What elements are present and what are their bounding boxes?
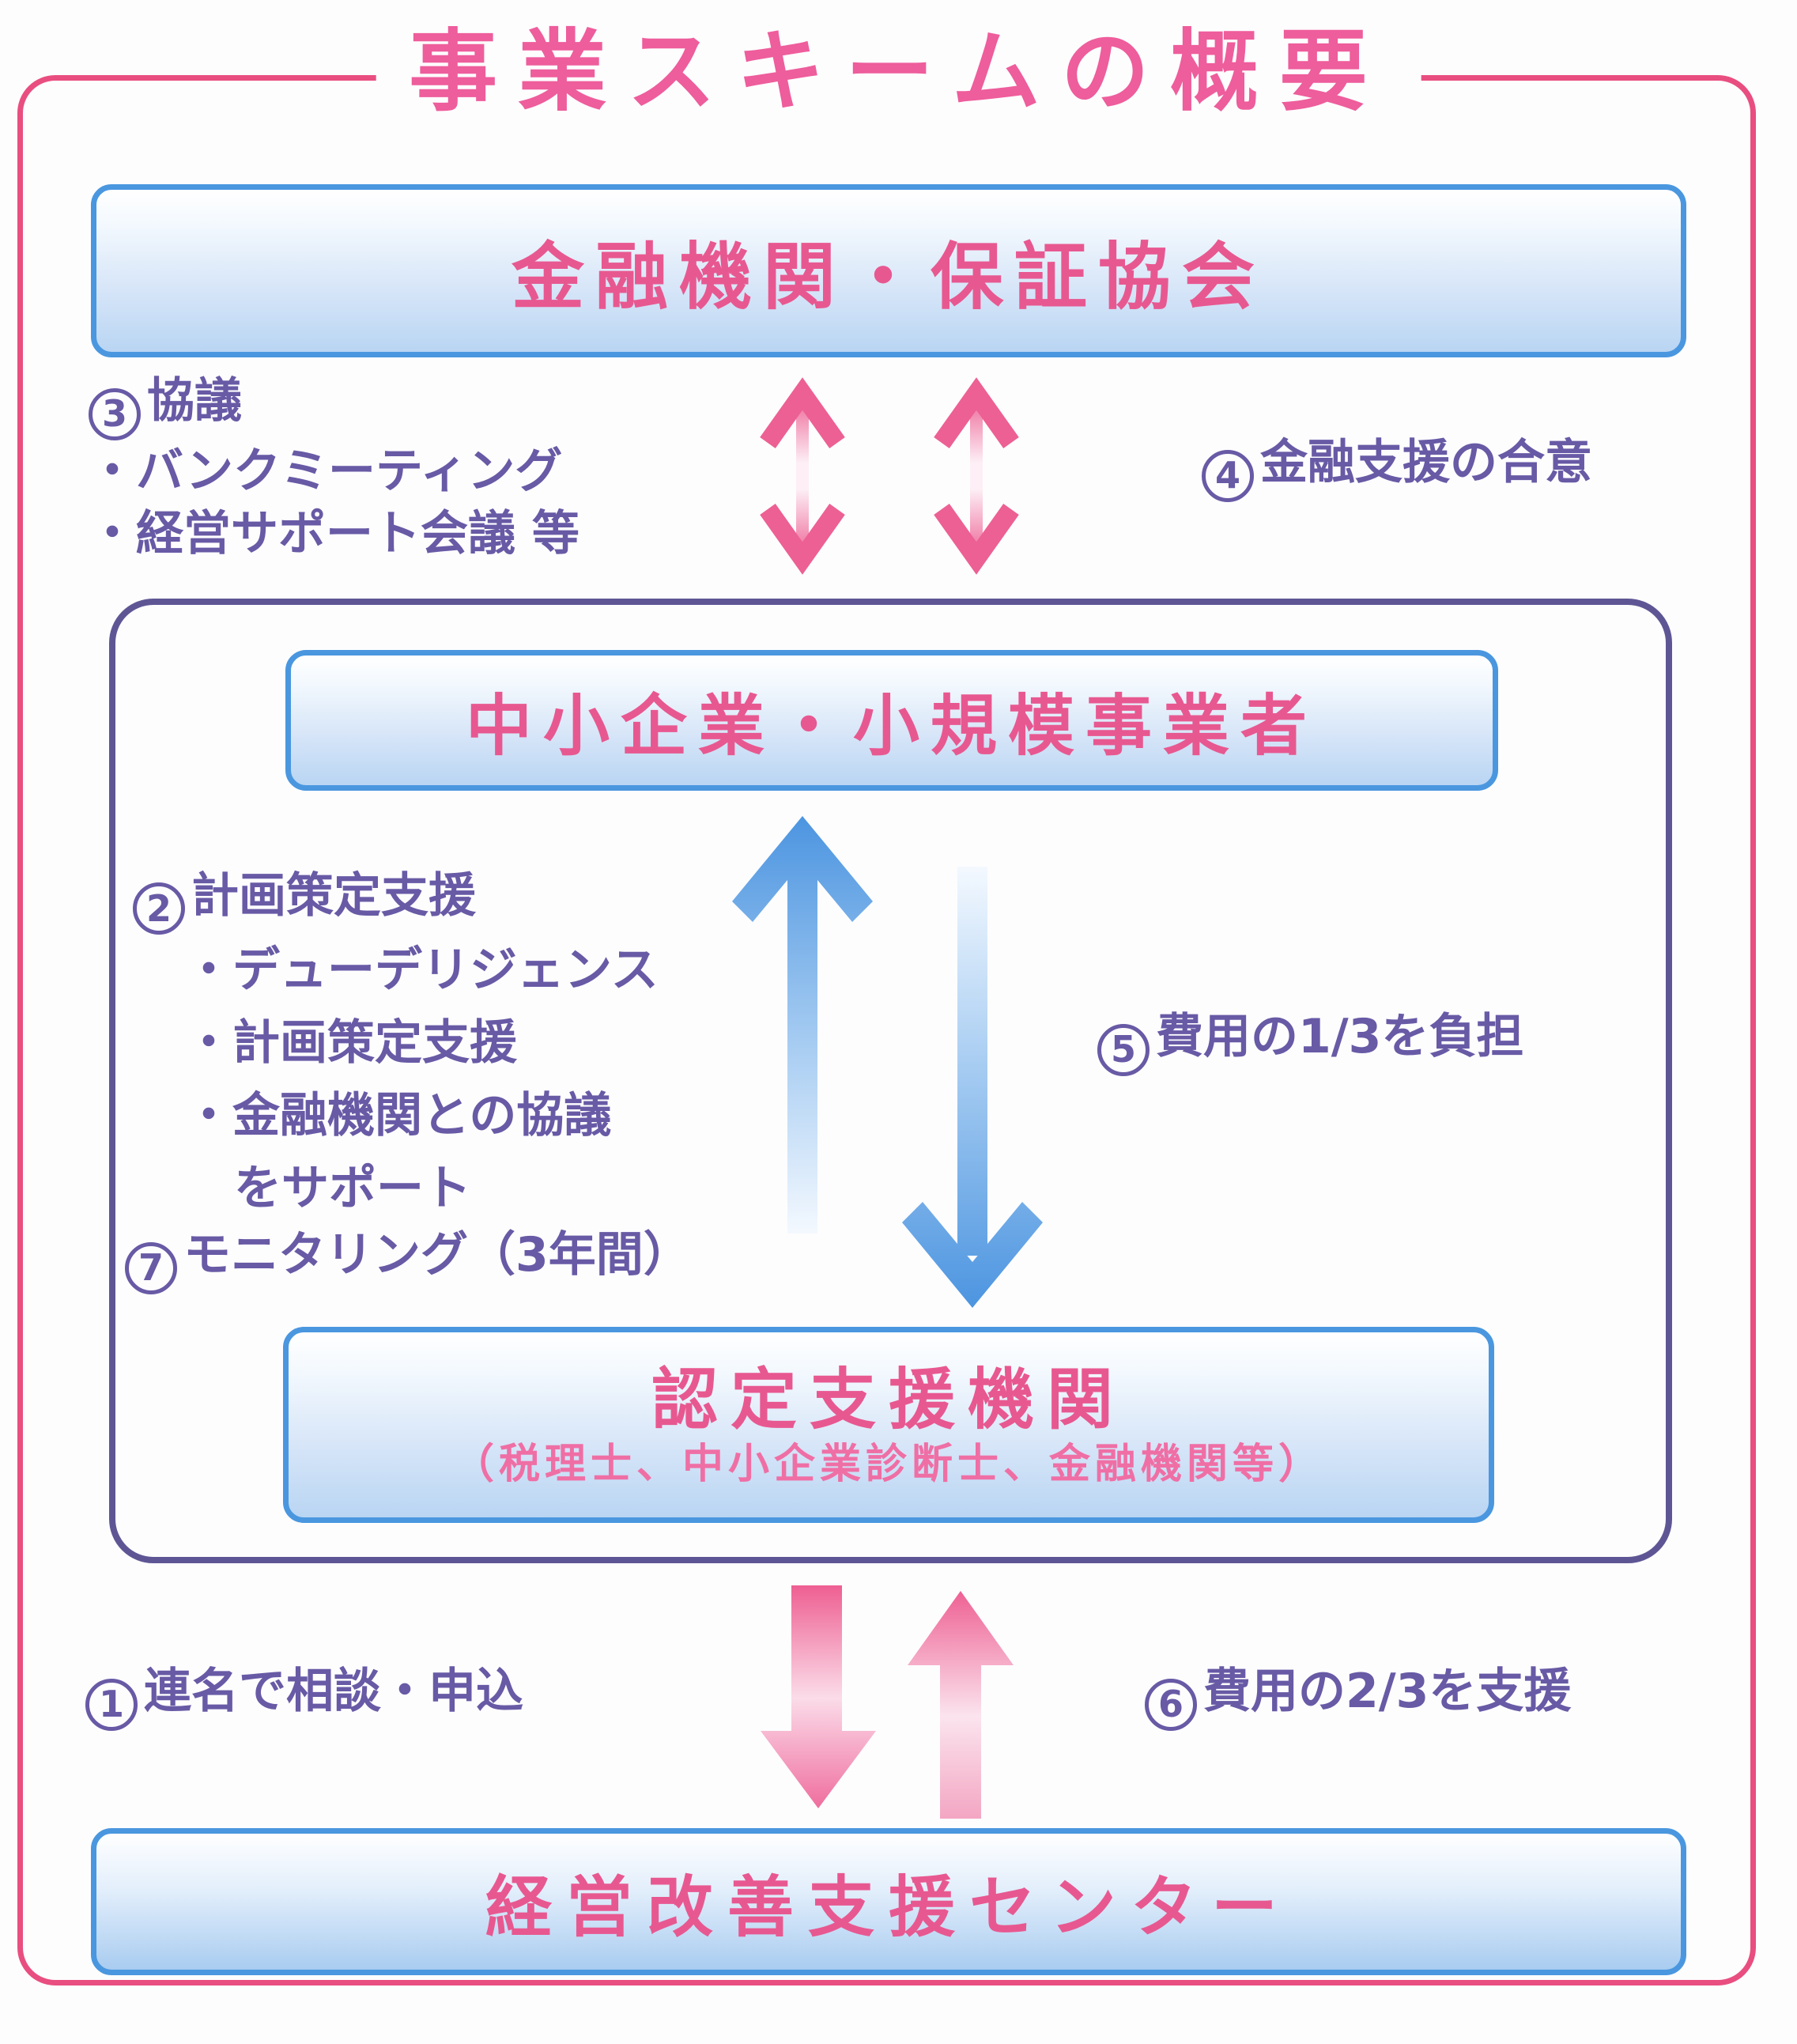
note-agreement-line-0: 金融支援の合意 <box>1260 435 1592 490</box>
box-sme: 中小企業・小規模事業者 <box>285 650 1498 791</box>
note-planning-line-0: 計画策定支援 <box>191 868 476 924</box>
circled-number-1: 1 <box>85 1678 138 1731</box>
note-planning-line-1: ・デューデリジェンス <box>185 943 659 999</box>
arrow-up-pink-icon <box>908 1591 1014 1819</box>
circled-number-5: 5 <box>1097 1023 1150 1076</box>
box-sme-label: 中小企業・小規模事業者 <box>465 686 1318 765</box>
box-financial-label: 金融機関・保証協会 <box>511 235 1266 319</box>
box-improvement-center: 経営改善支援センター <box>91 1828 1686 1975</box>
note-apply-line-0: 連名で相談・申込 <box>144 1664 523 1719</box>
note-monitoring-line-0: モニタリング（3年間） <box>183 1227 691 1283</box>
box-improvement-center-label: 経営改善支援センター <box>485 1868 1292 1946</box>
arrow-down-pink-icon <box>761 1585 876 1808</box>
note-planning-line-3: ・金融機関との協議 <box>185 1087 612 1143</box>
circled-number-3: 3 <box>89 387 141 440</box>
note-cost-one-third-line-0: 費用の1/3を負担 <box>1156 1009 1524 1064</box>
double-arrow-pink-right-icon <box>934 377 1019 575</box>
circled-number-7: 7 <box>125 1241 177 1294</box>
circled-number-2: 2 <box>133 882 185 935</box>
note-discussion-line-0: 協議 <box>147 373 242 429</box>
arrow-up-blue-icon <box>732 816 873 1234</box>
box-certified-sublabel: （税理士、中小企業診断士、金融機関等） <box>452 1441 1324 1489</box>
note-cost-two-thirds-line-0: 費用の2/3を支援 <box>1203 1664 1572 1719</box>
circled-number-6: 6 <box>1145 1678 1197 1731</box>
note-discussion-line-2: ・経営サポート会議 等 <box>89 506 579 562</box>
arrow-down-blue-icon <box>902 867 1043 1308</box>
box-certified-label: 認定支援機関 <box>651 1361 1126 1439</box>
note-planning-line-4: をサポート <box>234 1160 471 1216</box>
note-discussion-line-1: ・バンクミーティング <box>89 443 563 499</box>
note-planning-line-2: ・計画策定支援 <box>185 1014 517 1071</box>
support-relationship-frame <box>109 599 1672 1563</box>
double-arrow-pink-left-icon <box>760 377 845 575</box>
page-title: 事業スキームの概要 <box>376 0 1421 128</box>
box-financial-institutions: 金融機関・保証協会 <box>91 184 1686 357</box>
box-certified-support: 認定支援機関 （税理士、中小企業診断士、金融機関等） <box>283 1327 1494 1523</box>
circled-number-4: 4 <box>1202 449 1254 502</box>
